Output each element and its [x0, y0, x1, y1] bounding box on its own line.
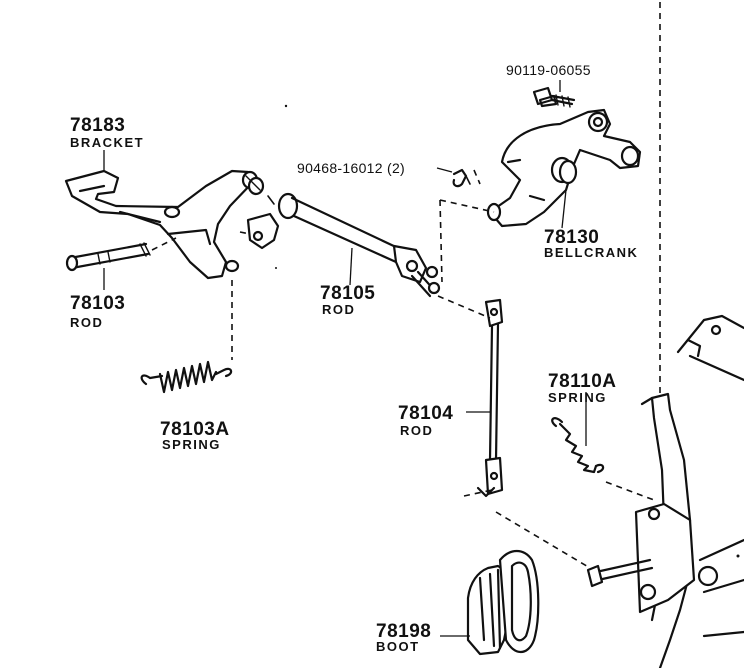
rod-78103-name: ROD [70, 315, 104, 330]
assembly-dashed-lines [151, 2, 661, 569]
spring-78103a-number: 78103A [160, 419, 230, 440]
spring-78103a-part [140, 360, 233, 394]
pin-90468-part [452, 168, 471, 188]
bracket-name: BRACKET [70, 135, 145, 150]
leader-lines [103, 80, 587, 637]
rod-78105-name: ROD [322, 302, 356, 317]
bellcrank-name: BELLCRANK [544, 245, 639, 260]
rod-78104-name: ROD [400, 423, 434, 438]
rod-78103-number: 78103 [70, 293, 126, 314]
pin-90468-number: 90468-16012 (2) [297, 160, 406, 176]
spring-78103a-name: SPRING [162, 437, 221, 452]
bracket-number: 78183 [70, 115, 126, 136]
rod-78104-number: 78104 [398, 403, 454, 424]
spring-78110a-number: 78110A [548, 371, 617, 392]
rod-78105-part [246, 192, 441, 298]
rod-78103-part [65, 242, 151, 272]
bellcrank-part [486, 108, 642, 228]
specks [275, 104, 740, 558]
bolt-90119-number: 90119-06055 [506, 62, 591, 78]
bellcrank-number: 78130 [544, 227, 600, 248]
spring-78110a-name: SPRING [548, 390, 607, 405]
spring-78110a-part [551, 417, 605, 474]
pedal-assembly-part [586, 392, 744, 668]
boot-name: BOOT [376, 639, 420, 654]
upper-bracket-part [676, 314, 744, 382]
rod-78105-number: 78105 [320, 283, 376, 304]
boot-part [466, 549, 540, 656]
bolt-90119-part [532, 86, 576, 108]
rod-78104-part [476, 298, 504, 498]
boot-number: 78198 [376, 621, 432, 642]
bracket-part [64, 169, 265, 280]
